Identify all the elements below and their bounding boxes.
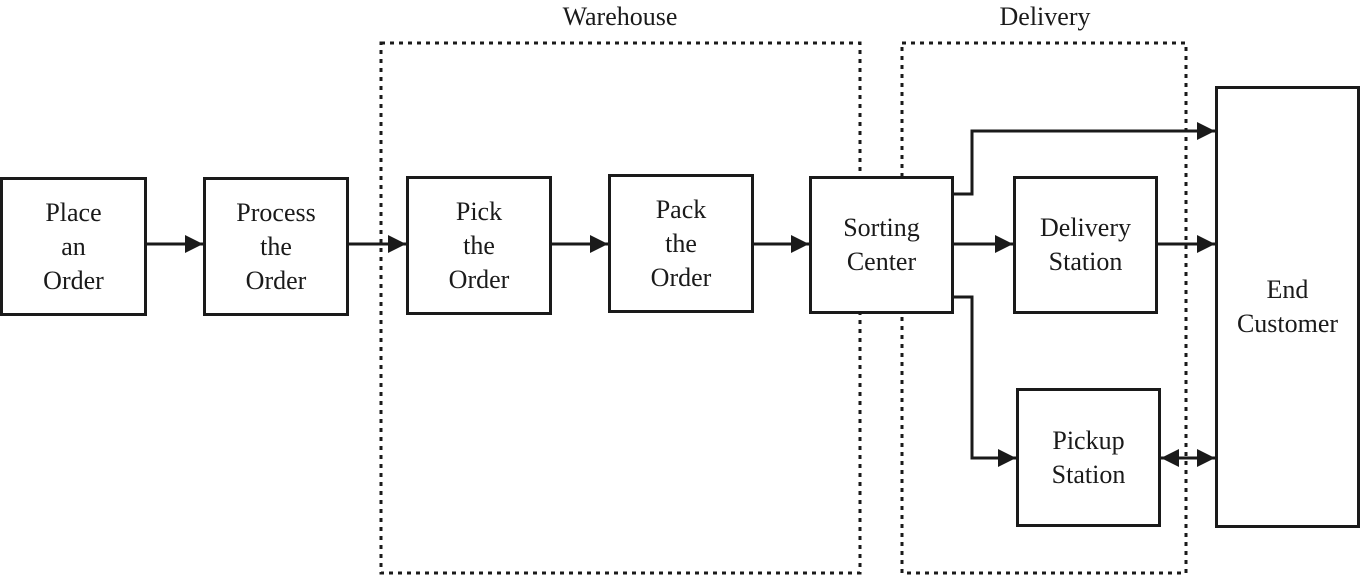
end-customer-node: End Customer [1215,86,1360,528]
pickup-station-label: Pickup Station [1051,425,1126,489]
pack-order-node: Pack the Order [608,174,754,313]
process-order-label: Process the Order [236,197,316,295]
edge-sorting-to-end-customer [954,122,1215,196]
warehouse-group-label: Warehouse [562,2,678,31]
pack-order-label: Pack the Order [650,194,712,292]
end-customer-label: End Customer [1236,275,1339,338]
edge-sorting-to-pickup-station [954,295,1016,467]
delivery-group-label: Delivery [999,2,1091,31]
place-order-label: Place an Order [43,197,104,295]
delivery-station-node: Delivery Station [1013,176,1158,314]
pickup-station-node: Pickup Station [1016,388,1161,527]
pick-order-label: Pick the Order [448,196,510,294]
process-order-node: Process the Order [203,177,349,316]
sorting-center-node: Sorting Center [809,176,954,314]
delivery-station-label: Delivery Station [1040,213,1131,276]
place-order-node: Place an Order [0,177,147,316]
sorting-center-label: Sorting Center [843,213,920,276]
pick-order-node: Pick the Order [406,176,552,315]
